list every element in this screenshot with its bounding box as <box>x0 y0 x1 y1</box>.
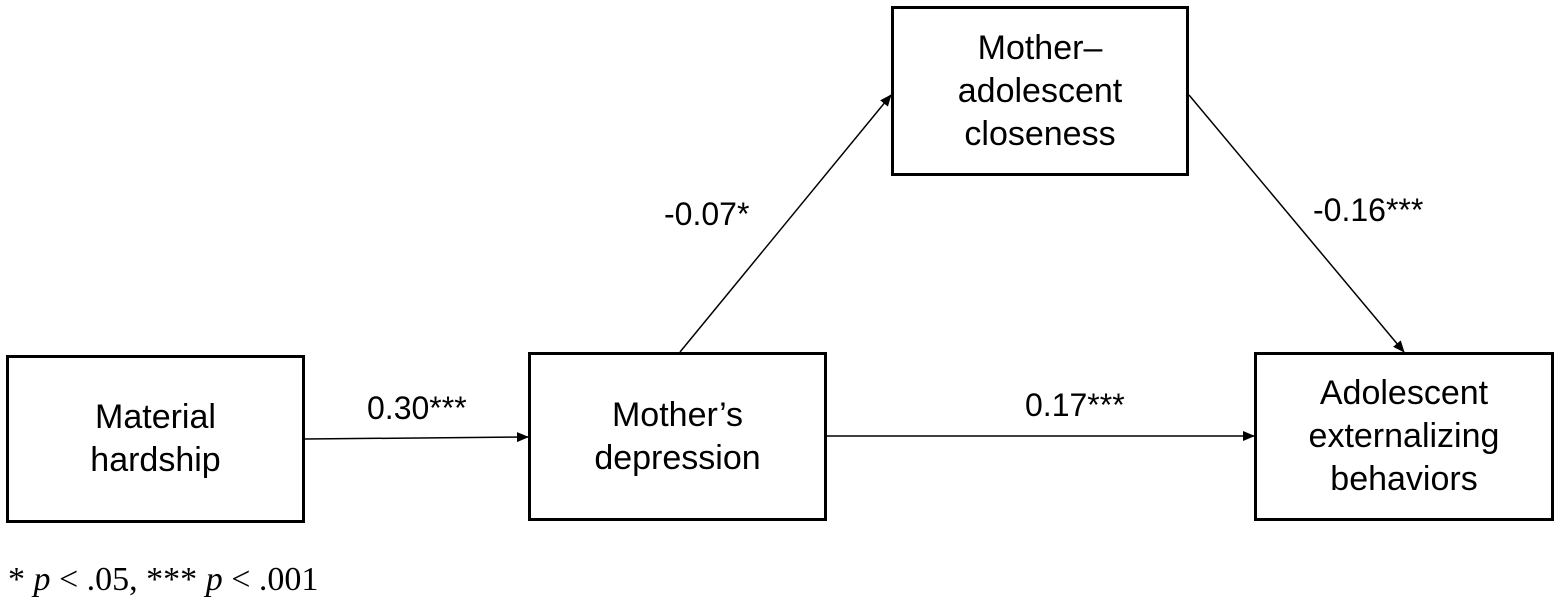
significance-note: * p < .05, *** p < .001 <box>8 560 318 600</box>
node-mothers-depression-label: Mother’s depression <box>594 395 761 477</box>
arrow-depression-to-closeness <box>679 94 892 353</box>
node-material-hardship: Material hardship <box>6 355 305 523</box>
node-externalizing-label: Adolescent externalizing behaviors <box>1308 374 1500 498</box>
edge-label-hardship-to-depression: 0.30*** <box>367 390 467 426</box>
node-mother-adolescent-closeness: Mother– adolescent closeness <box>891 6 1189 176</box>
node-closeness-label: Mother– adolescent closeness <box>957 28 1123 153</box>
arrow-hardship-to-depression <box>304 432 529 443</box>
edge-label-closeness-to-externalizing: -0.16*** <box>1313 192 1424 228</box>
note-p-symbol-1: p <box>33 561 51 598</box>
edge-label-depression-to-externalizing: 0.17*** <box>1025 387 1125 423</box>
edge-label-depression-to-closeness: -0.07* <box>664 196 750 232</box>
arrow-closeness-to-externalizing <box>1188 94 1405 353</box>
node-adolescent-externalizing-behaviors: Adolescent externalizing behaviors <box>1254 352 1554 521</box>
note-part-1: * <box>8 561 34 598</box>
note-p-symbol-2: p <box>205 561 223 598</box>
node-mothers-depression: Mother’s depression <box>528 352 827 521</box>
note-part-2: < .05, *** <box>50 561 206 598</box>
note-part-3: < .001 <box>222 561 319 598</box>
node-material-hardship-label: Material hardship <box>90 398 221 479</box>
